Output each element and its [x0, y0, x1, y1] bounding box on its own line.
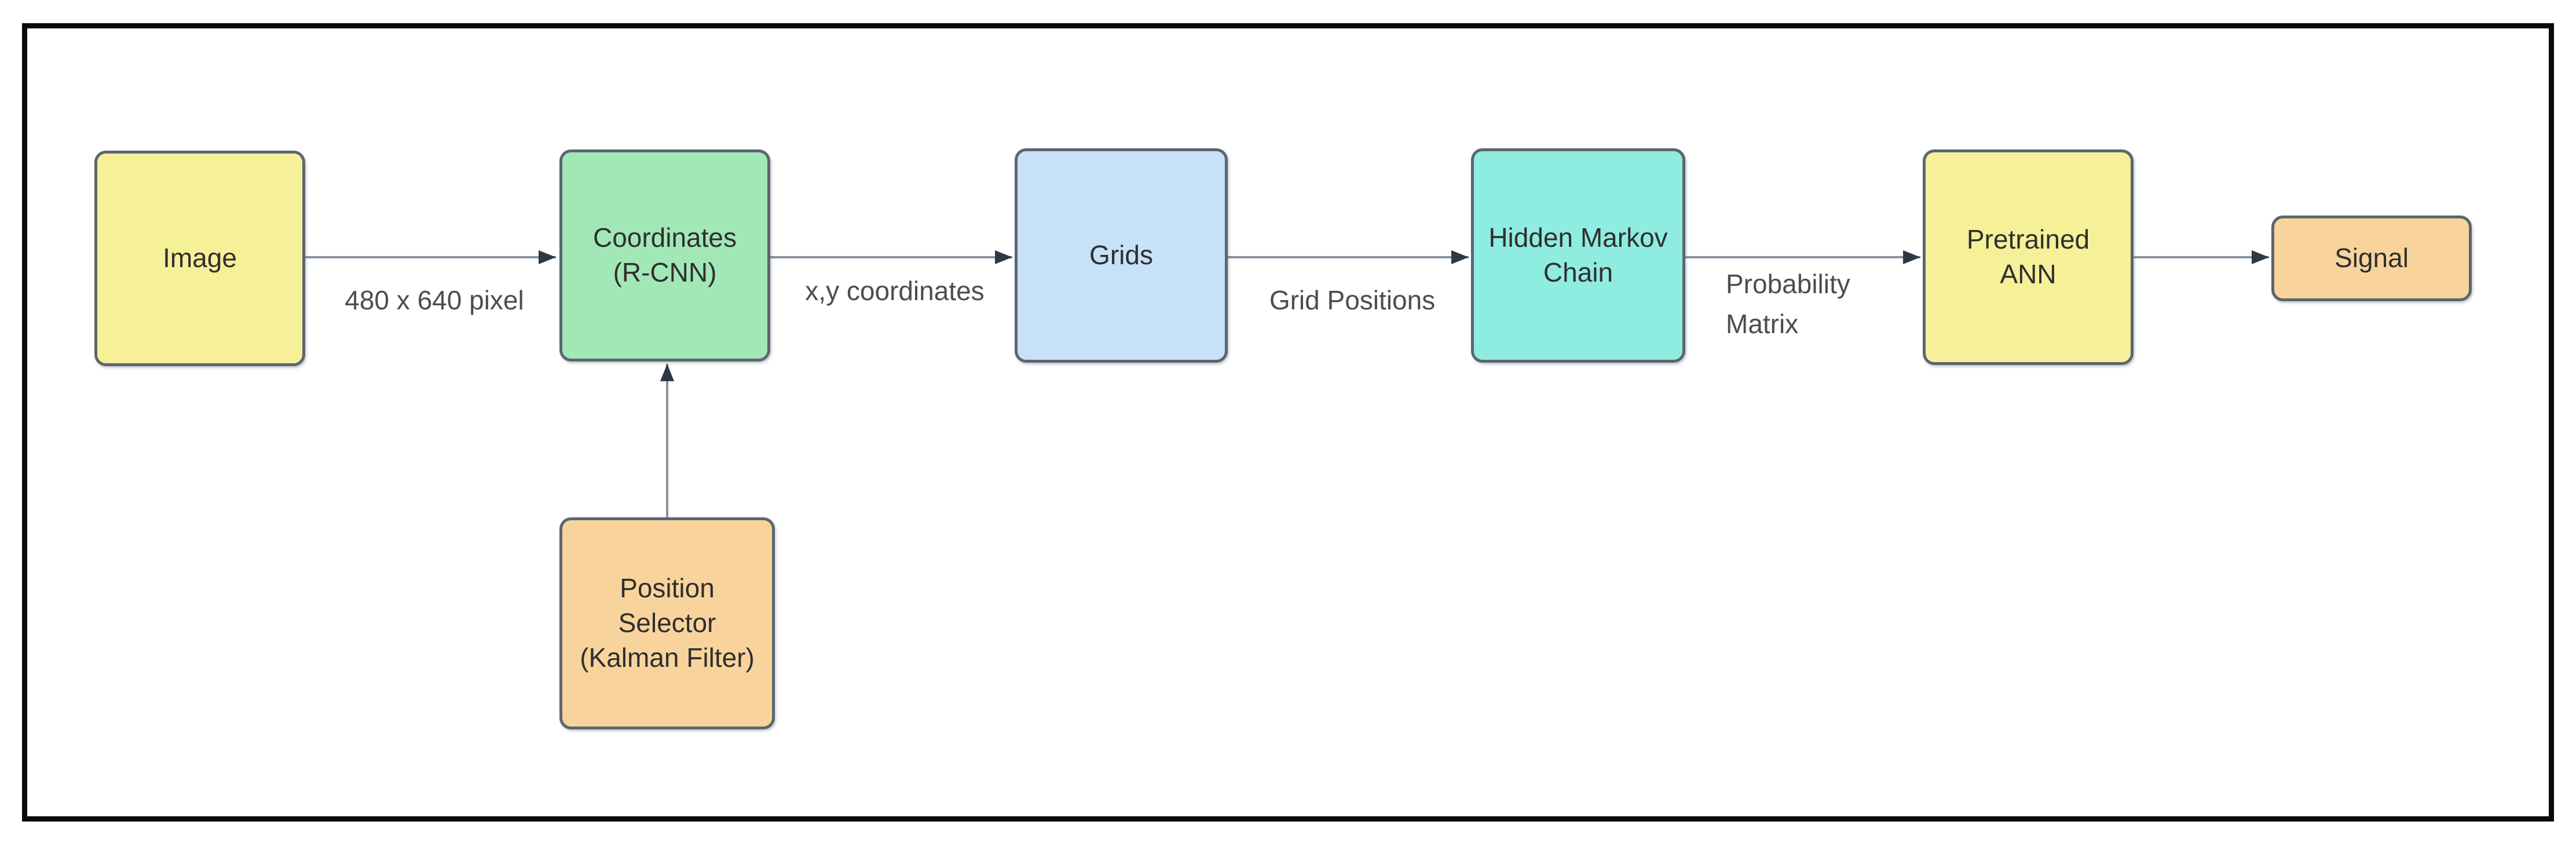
node-hidden-markov-chain: Hidden Markov Chain: [1471, 148, 1685, 363]
edge-label-xy-coordinates: x,y coordinates: [805, 276, 985, 306]
node-pretrained-ann: Pretrained ANN: [1923, 149, 2134, 365]
node-coordinates-rcnn: Coordinates (R-CNN): [559, 149, 770, 362]
edge-label-probability-matrix: Probability Matrix: [1726, 269, 1850, 339]
node-position-selector: Position Selector (Kalman Filter): [559, 517, 775, 729]
node-image: Image: [94, 151, 305, 366]
node-pretrained-ann-label: Pretrained ANN: [1966, 224, 2090, 289]
node-grids: Grids: [1015, 148, 1228, 363]
node-image-label: Image: [163, 243, 237, 273]
node-position-selector-label: Position Selector (Kalman Filter): [580, 573, 755, 673]
edge-label-480x640-pixel: 480 x 640 pixel: [345, 285, 524, 315]
node-coordinates-rcnn-label: Coordinates (R-CNN): [592, 222, 737, 287]
node-signal: Signal: [2271, 216, 2472, 301]
node-hidden-markov-chain-label: Hidden Markov Chain: [1488, 222, 1668, 287]
diagram-frame: [22, 23, 2554, 822]
edge-label-grid-positions: Grid Positions: [1269, 285, 1436, 315]
node-grids-label: Grids: [1089, 240, 1153, 271]
node-signal-label: Signal: [2334, 243, 2409, 273]
